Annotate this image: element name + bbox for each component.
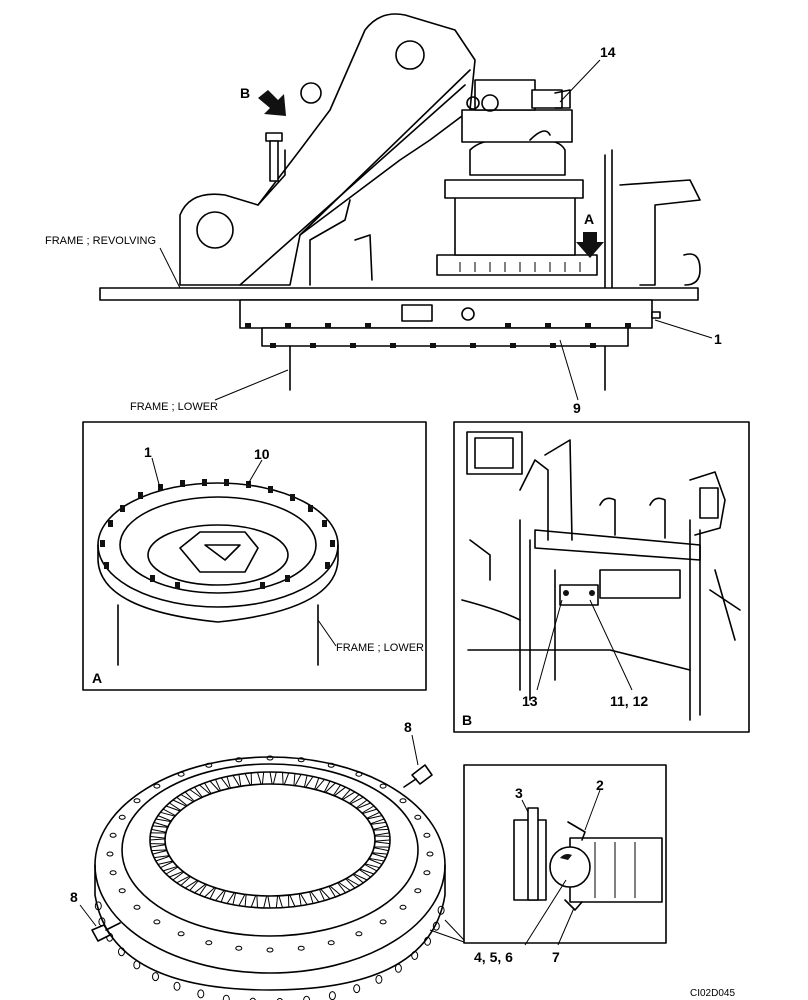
ring-bolt-hole <box>379 919 387 925</box>
ring-bolt-hole <box>153 919 161 925</box>
ring-side-hole <box>411 951 419 960</box>
ring-gear-teeth <box>149 771 391 909</box>
ring-bolt-hole <box>118 888 126 894</box>
view-b-arrow-label: B <box>240 85 250 101</box>
frame-lower-label: FRAME ; LOWER <box>130 401 218 413</box>
ring-bolt-hole <box>355 771 363 777</box>
part-1-callout: 1 <box>714 331 722 347</box>
ring-bolt-hole <box>423 870 431 876</box>
seal-detail-panel <box>429 764 667 946</box>
ring-bolt-hole <box>327 762 335 768</box>
ring-side-hole <box>222 994 230 1000</box>
ring-bolt-hole <box>379 783 387 789</box>
swing-motor <box>436 79 598 276</box>
part-13-callout: 13 <box>522 693 538 709</box>
part-3-callout: 3 <box>515 785 523 801</box>
detail-b-panel <box>453 421 750 733</box>
part-4-5-6-callout: 4, 5, 6 <box>474 949 513 965</box>
part-10-callout: 10 <box>254 446 270 462</box>
ring-side-hole <box>375 974 383 984</box>
view-b-arrow <box>258 90 286 116</box>
ring-bolt-hole <box>426 851 434 857</box>
grease-fitting-top <box>403 764 433 788</box>
ring-bolt-hole <box>297 945 305 951</box>
ring-bolt-hole <box>106 851 114 857</box>
ring-bolt-hole <box>153 783 161 789</box>
ring-bolt-hole <box>423 832 431 838</box>
ring-bolt-hole <box>327 940 335 946</box>
ring-bolt-hole <box>205 762 213 768</box>
ring-bolt-hole <box>177 931 185 937</box>
ring-bolt-hole <box>399 798 407 804</box>
ring-side-hole <box>394 963 402 973</box>
view-a-arrow <box>576 232 604 258</box>
part-14-callout: 14 <box>600 44 616 60</box>
ring-side-hole <box>173 981 181 991</box>
ring-bolt-hole <box>109 832 117 838</box>
ring-side-hole <box>328 991 336 1000</box>
detail-b-caption: B <box>462 712 472 728</box>
ring-bolt-hole <box>414 888 422 894</box>
ring-side-hole <box>437 905 445 915</box>
detail-a-frame-lower-label: FRAME ; LOWER <box>336 642 424 654</box>
part-11-12-callout: 11, 12 <box>610 693 648 709</box>
frame-revolving-label: FRAME ; REVOLVING <box>45 235 156 247</box>
detail-a-panel <box>82 421 427 691</box>
ring-bolt-hole <box>118 814 126 820</box>
ring-bolt-hole <box>235 945 243 951</box>
ring-bolt-hole <box>399 904 407 910</box>
ring-side-hole <box>432 921 440 931</box>
ring-side-hole <box>276 997 283 1000</box>
swing-bearing-ring <box>79 734 446 1000</box>
ring-bolt-hole <box>235 757 243 763</box>
ring-bolt-hole <box>355 931 363 937</box>
part-9-callout: 9 <box>573 400 581 416</box>
ring-bolt-hole <box>266 947 274 953</box>
ring-bolt-hole <box>297 757 305 763</box>
swing-bearing-side-view <box>239 299 661 348</box>
view-a-arrow-label: A <box>584 211 594 227</box>
ring-side-hole <box>118 947 125 957</box>
ring-bolt-hole <box>414 814 422 820</box>
revolving-frame-plate <box>99 287 699 301</box>
top-assembly-view <box>99 13 713 401</box>
ring-side-hole <box>303 995 311 1000</box>
ring-bolt-holes <box>94 755 445 1000</box>
ring-bolt-hole <box>133 904 141 910</box>
ring-side-hole <box>424 936 431 946</box>
ring-bolt-hole <box>266 755 274 761</box>
ring-bolt-hole <box>177 771 185 777</box>
part-8-top-callout: 8 <box>404 719 412 735</box>
ring-side-hole <box>152 972 159 982</box>
part-8-left-callout: 8 <box>70 889 78 905</box>
ring-side-hole <box>133 960 141 970</box>
part-7-callout: 7 <box>552 949 560 965</box>
ring-bolt-hole <box>109 870 117 876</box>
ring-bolt-hole <box>133 798 141 804</box>
ring-side-hole <box>197 989 205 999</box>
ring-side-hole <box>249 997 256 1000</box>
ring-side-hole <box>353 984 361 994</box>
drawing-code: CI02D045 <box>690 988 735 999</box>
ring-side-hole <box>94 901 102 911</box>
detail-a-caption: A <box>92 670 102 686</box>
grease-fitting-left <box>91 922 121 942</box>
gear-tooth-profile <box>149 771 391 909</box>
ring-bolt-hole <box>205 940 213 946</box>
detail-a-part-1-callout: 1 <box>144 444 152 460</box>
part-2-callout: 2 <box>596 777 604 793</box>
